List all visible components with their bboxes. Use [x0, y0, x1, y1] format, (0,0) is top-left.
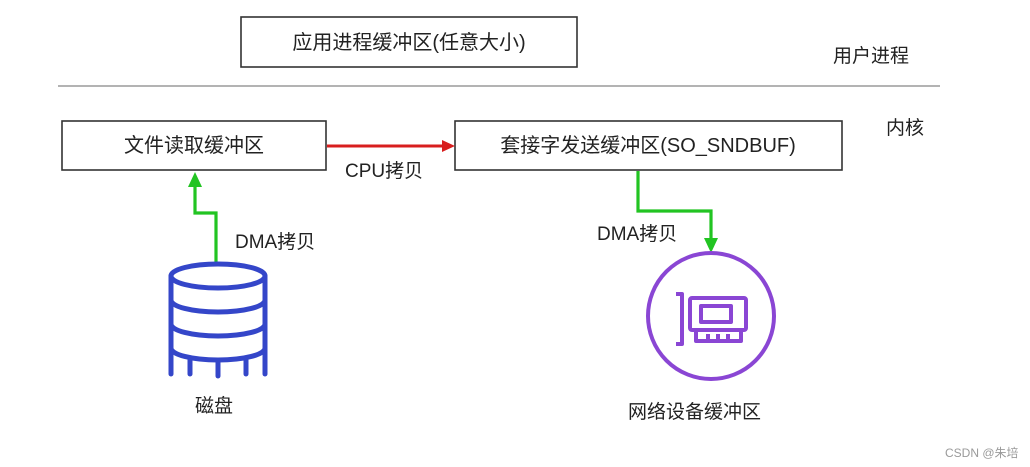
dma-copy-out-arrow-line — [636, 171, 713, 240]
dma-copy-out-arrow — [636, 171, 718, 253]
cpu-copy-label: CPU拷贝 — [345, 160, 423, 182]
dma-copy-out-label: DMA拷贝 — [597, 223, 677, 245]
database-icon — [168, 261, 268, 379]
dma-copy-out-arrow-head — [704, 238, 718, 253]
kernel-region-label: 内核 — [886, 117, 924, 139]
file-buffer-node: 文件读取缓冲区 — [61, 120, 327, 171]
disk-label: 磁盘 — [195, 395, 233, 417]
socket-buffer-box — [454, 120, 843, 171]
app-buffer-node: 应用进程缓冲区(任意大小) — [240, 16, 578, 68]
dma-copy-in-label: DMA拷贝 — [235, 231, 315, 253]
file-buffer-label: 文件读取缓冲区 — [124, 134, 264, 157]
socket-buffer-label: 套接字发送缓冲区(SO_SNDBUF) — [500, 134, 796, 157]
watermark: CSDN @朱培 — [945, 445, 1019, 460]
user-process-region-label: 用户进程 — [833, 45, 909, 67]
nic-buffer-label: 网络设备缓冲区 — [628, 401, 761, 423]
dma-copy-in-arrow-line — [193, 185, 218, 262]
dma-copy-in-arrow — [188, 172, 218, 262]
socket-buffer-node: 套接字发送缓冲区(SO_SNDBUF) — [454, 120, 843, 171]
app-buffer-box — [240, 16, 578, 68]
network-card-icon — [646, 251, 776, 381]
app-buffer-label: 应用进程缓冲区(任意大小) — [292, 31, 525, 54]
cpu-copy-arrow-head — [442, 140, 455, 152]
file-buffer-box — [61, 120, 327, 171]
dma-copy-in-arrow-head — [188, 172, 202, 187]
cpu-copy-arrow — [327, 140, 455, 152]
